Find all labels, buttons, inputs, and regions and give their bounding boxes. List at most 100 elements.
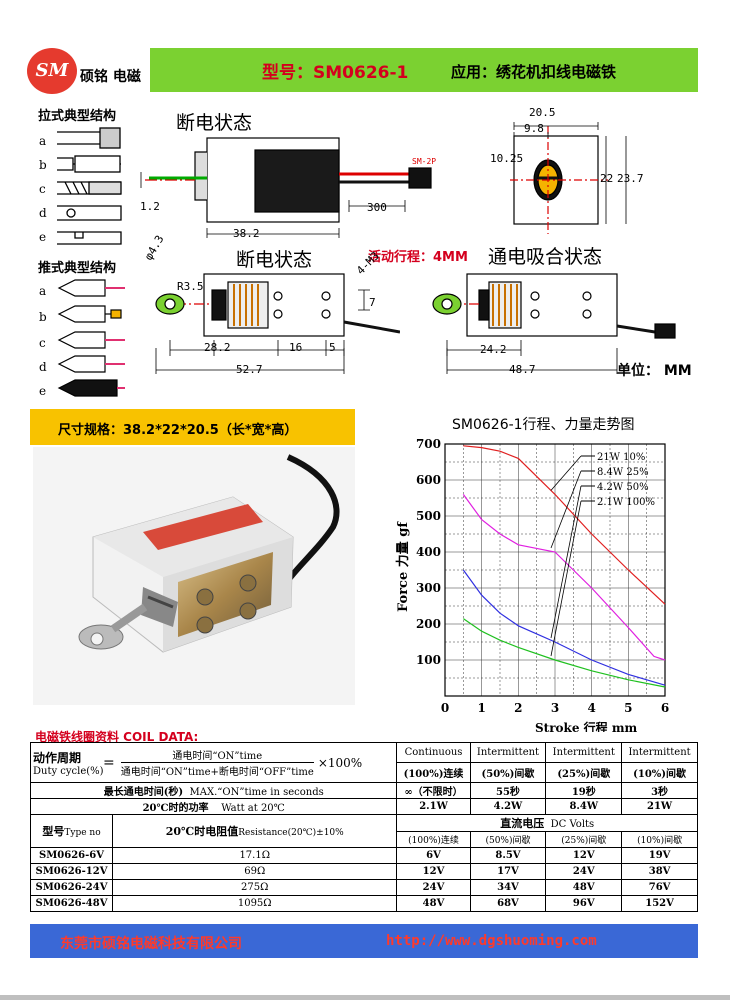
duty-cycle-cell: 动作周期 Duty cycle(%) = 通电时间“ON”time 通电时间“O… bbox=[29, 742, 398, 783]
legend-label: 8.4W 25% bbox=[597, 467, 649, 478]
row-type: SM0626-24V bbox=[30, 879, 113, 896]
dim-sm2p: SM-2P bbox=[412, 157, 437, 166]
row-volt: 34V bbox=[469, 879, 547, 896]
series-line bbox=[462, 569, 666, 686]
dim-9-8: 9.8 bbox=[524, 122, 544, 135]
chart-legend: 21W 10% 8.4W 25% 4.2W 50% 2.1W 100% bbox=[550, 452, 655, 657]
col-head-cn-3: (10%)间歇 bbox=[621, 762, 698, 783]
dim-28-2: 28.2 bbox=[204, 341, 231, 354]
power-label: 20℃时的功率 bbox=[142, 803, 209, 814]
max-on-label: 最长通电时间(秒) bbox=[103, 787, 184, 798]
chart-lines bbox=[462, 445, 666, 688]
max-on-3: 3秒 bbox=[621, 782, 698, 799]
push-type-letter-d: d bbox=[39, 360, 47, 374]
x-tick-label: 2 bbox=[514, 701, 522, 715]
legend-leader bbox=[550, 455, 582, 491]
volt-head: 直流电压 bbox=[500, 817, 545, 830]
max-on-0: ∞（不限时） bbox=[396, 782, 471, 799]
title-bar bbox=[150, 48, 698, 92]
res-head-cell: 20℃时电阻值Resistance(20℃)±10% bbox=[111, 814, 398, 848]
volt-head-en: DC Volts bbox=[550, 819, 595, 830]
x-tick-label: 1 bbox=[477, 701, 485, 715]
pull-type-letter-a: a bbox=[39, 134, 47, 148]
off-state-title-2: 断电状态 bbox=[236, 249, 313, 271]
dim-22: 22 bbox=[600, 172, 614, 185]
y-tick-label: 100 bbox=[416, 653, 441, 667]
duty-denominator: 通电时间“ON”time+断电时间“OFF”time bbox=[120, 767, 314, 778]
dim-7: 7 bbox=[369, 296, 376, 309]
max-on-label-en: MAX.“ON”time in seconds bbox=[189, 787, 324, 798]
res-head-en: Resistance(20℃)±10% bbox=[238, 828, 344, 838]
row-type: SM0626-48V bbox=[30, 895, 113, 912]
x-tick-label: 5 bbox=[624, 701, 632, 715]
y-tick-label: 200 bbox=[416, 617, 441, 631]
logo-text: 硕铭 电磁 bbox=[80, 69, 141, 85]
on-state-drawing bbox=[432, 273, 676, 374]
dim-48-7: 48.7 bbox=[509, 363, 536, 376]
row-type: SM0626-12V bbox=[30, 863, 113, 880]
dim-1-2: 1.2 bbox=[140, 200, 160, 213]
dim-24-2: 24.2 bbox=[480, 343, 507, 356]
spec-bar bbox=[30, 409, 355, 445]
legend-label: 2.1W 100% bbox=[597, 497, 655, 508]
x-tick-label: 3 bbox=[551, 701, 559, 715]
row-volt: 24V bbox=[545, 863, 623, 880]
push-type-letter-b: b bbox=[39, 310, 47, 324]
y-tick-label: 300 bbox=[416, 581, 441, 595]
unit-label: 单位： MM bbox=[617, 363, 692, 379]
coil-data-table: 动作周期 Duty cycle(%) = 通电时间“ON”time 通电时间“O… bbox=[29, 742, 698, 912]
volt-col-2: (25%)间歇 bbox=[545, 831, 623, 848]
pull-type-letter-c: c bbox=[39, 182, 46, 196]
pull-type-letter-d: d bbox=[39, 206, 47, 220]
series-line bbox=[463, 445, 666, 605]
volt-col-0: (100%)连续 bbox=[396, 831, 471, 848]
power-2: 8.4W bbox=[545, 798, 623, 815]
dim-20-5: 20.5 bbox=[529, 106, 556, 119]
push-type-letter-a: a bbox=[39, 284, 47, 298]
row-volt: 6V bbox=[396, 847, 471, 864]
on-state-title: 通电吸合状态 bbox=[488, 246, 603, 268]
y-tick-label: 400 bbox=[416, 545, 441, 559]
product-photo bbox=[33, 447, 355, 705]
col-head-cn-0: (100%)连续 bbox=[396, 762, 471, 783]
dim-23-7: 23.7 bbox=[617, 172, 644, 185]
max-on-label-cell: 最长通电时间(秒) MAX.“ON”time in seconds bbox=[29, 782, 398, 799]
row-res: 275Ω bbox=[111, 879, 398, 896]
row-volt: 19V bbox=[621, 847, 698, 864]
legend-label: 21W 10% bbox=[597, 452, 645, 463]
x-tick-label: 4 bbox=[587, 701, 595, 715]
row-type: SM0626-6V bbox=[30, 847, 113, 864]
col-head-en-0: Continuous bbox=[396, 742, 471, 763]
row-volt: 38V bbox=[621, 863, 698, 880]
legend-leader bbox=[550, 470, 582, 549]
chart-y-label: Force 力量 gf bbox=[395, 521, 411, 612]
row-volt: 152V bbox=[621, 895, 698, 912]
logo-icon: SM bbox=[27, 48, 77, 94]
stroke-label: 活动行程：4MM bbox=[368, 250, 468, 265]
dim-r3-5: R3.5 bbox=[177, 280, 204, 293]
x-tick-label: 0 bbox=[441, 701, 449, 715]
max-on-1: 55秒 bbox=[469, 782, 547, 799]
col-head-cn-1: (50%)间歇 bbox=[469, 762, 547, 783]
off-state-title-1: 断电状态 bbox=[176, 112, 253, 134]
row-volt: 68V bbox=[469, 895, 547, 912]
row-volt: 8.5V bbox=[469, 847, 547, 864]
col-head-en-3: Intermittent bbox=[621, 742, 698, 763]
type-head: 型号 bbox=[42, 825, 65, 838]
website-link[interactable]: http://www.dgshuoming.com bbox=[386, 933, 597, 949]
series-line bbox=[462, 494, 666, 661]
chart-title: SM0626-1行程、力量走势图 bbox=[452, 417, 635, 433]
duty-numerator: 通电时间“ON”time bbox=[120, 747, 314, 763]
model-title: 型号：SM0626-1 bbox=[262, 63, 409, 83]
dim-300: 300 bbox=[367, 201, 387, 214]
end-view-drawing bbox=[510, 122, 627, 234]
company-name: 东莞市硕铭电磁科技有限公司 bbox=[60, 936, 242, 952]
row-volt: 24V bbox=[396, 879, 471, 896]
legend-label: 4.2W 50% bbox=[597, 482, 649, 493]
dim-5: 5 bbox=[329, 341, 336, 354]
volt-head-cell: 直流电压 DC Volts bbox=[396, 814, 698, 832]
push-types-title: 推式典型结构 bbox=[38, 261, 117, 276]
row-volt: 48V bbox=[545, 879, 623, 896]
